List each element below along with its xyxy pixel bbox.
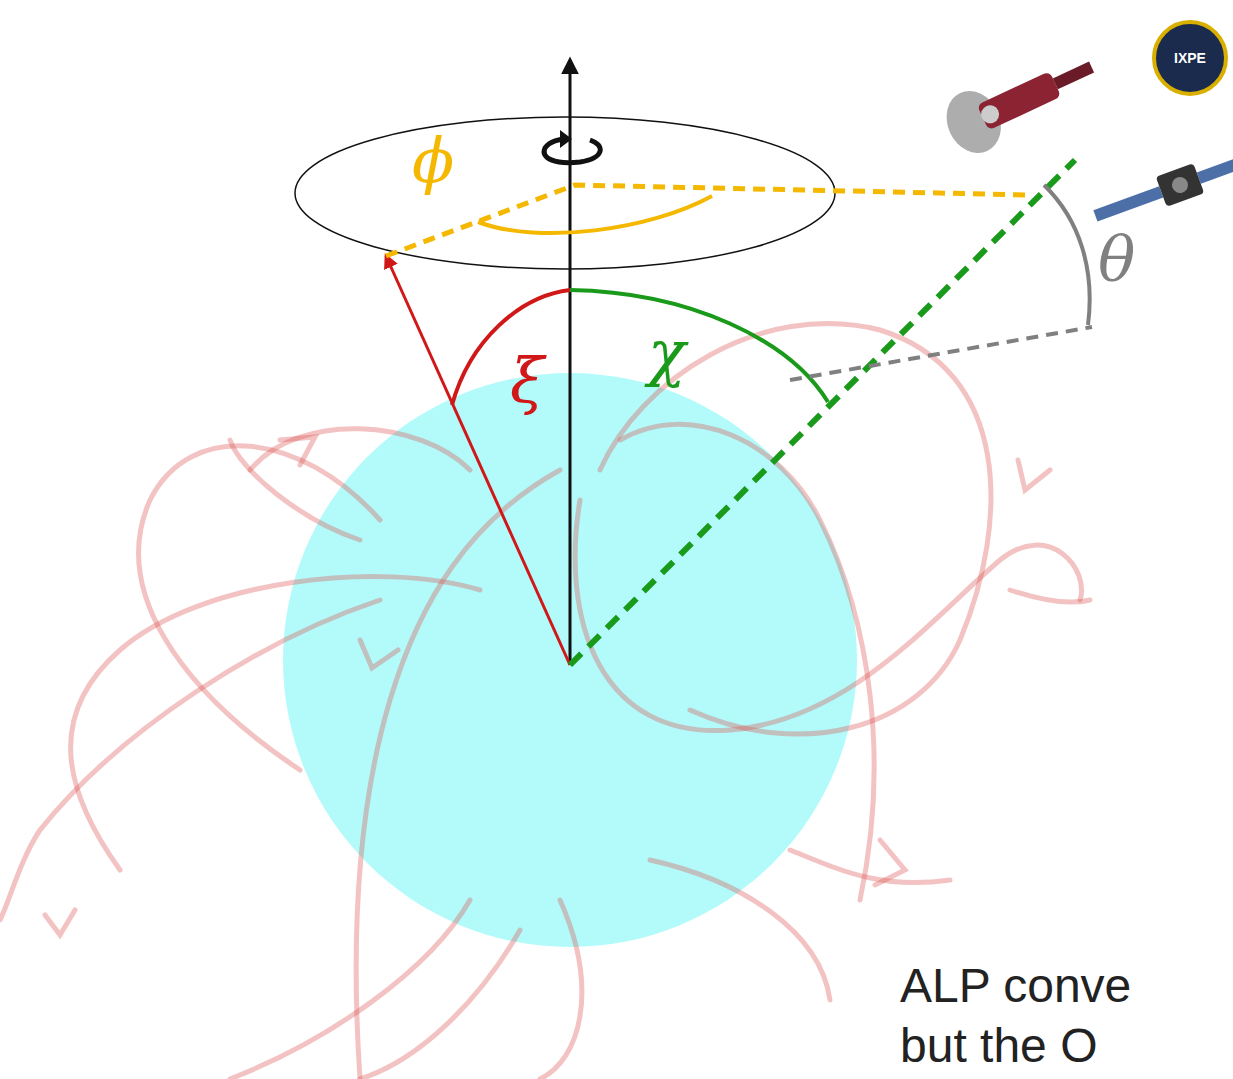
phi-projection bbox=[386, 185, 1030, 256]
angle-label: ξ bbox=[510, 350, 544, 412]
rotation-ellipse bbox=[295, 117, 835, 269]
satellite-icons bbox=[937, 22, 1233, 231]
line-of-sight bbox=[570, 160, 1075, 665]
angle-label: ϕ bbox=[412, 130, 454, 192]
slide-text: but the O bbox=[900, 1022, 1097, 1070]
magnetic-axis bbox=[386, 256, 570, 665]
rotation-axis bbox=[569, 60, 572, 665]
theta-reference bbox=[790, 327, 1092, 380]
mission-badge: IXPE bbox=[1174, 51, 1206, 65]
chi-arc bbox=[570, 290, 828, 402]
field-arrowheads bbox=[45, 437, 1050, 935]
angle-label: θ bbox=[1098, 228, 1135, 290]
phi-arc bbox=[478, 196, 712, 233]
slide-text: ALP conve bbox=[900, 962, 1131, 1010]
theta-arc bbox=[1044, 185, 1090, 325]
angle-label: χ bbox=[648, 322, 686, 384]
rotation-symbol bbox=[544, 139, 600, 163]
